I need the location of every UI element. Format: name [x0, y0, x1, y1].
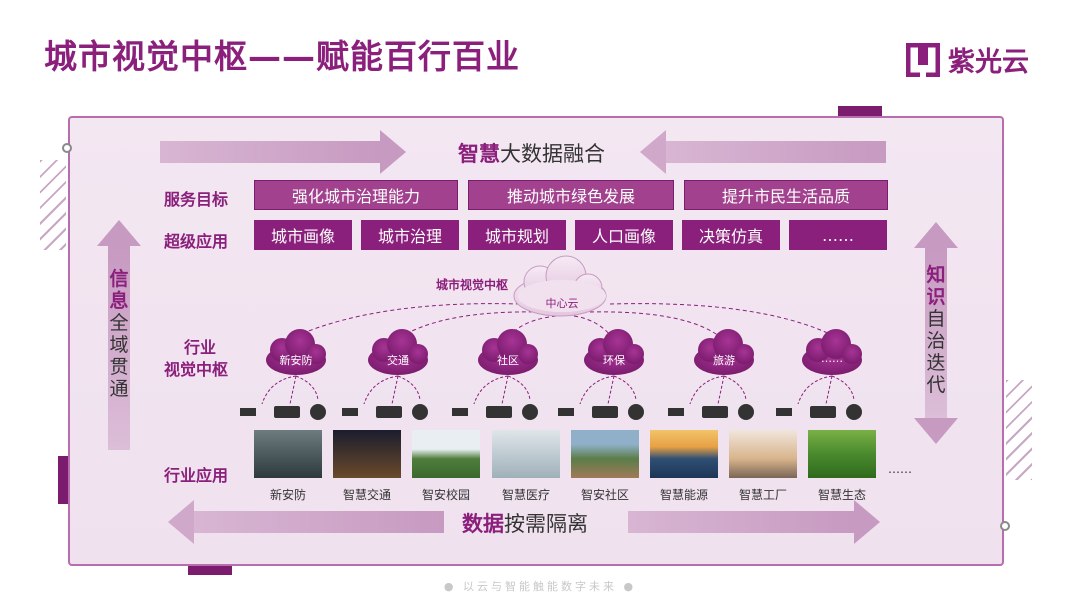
- camera-icon: [240, 404, 326, 420]
- hub-cloud-label: 社区: [497, 354, 519, 367]
- camera-icon: [452, 404, 538, 420]
- left-arrow-bar: [108, 246, 130, 450]
- industry-label: 智慧能源: [659, 488, 708, 502]
- top-arrow-right-head: [380, 130, 406, 174]
- thumbnail-ecology: [808, 430, 876, 478]
- industry-label: 新安防: [269, 488, 306, 502]
- goal-box: 推动城市绿色发展: [468, 180, 674, 210]
- thumbnail-community: [571, 430, 639, 478]
- left-tab: [58, 456, 68, 504]
- bottom-arrow-right-head: [854, 500, 880, 544]
- hub-clouds: [266, 329, 862, 375]
- top-arrow-left-bar: [666, 141, 886, 163]
- hub-cloud: [478, 329, 538, 375]
- footer-slogan: ● 以云与智能触能数字未来 ●: [443, 580, 637, 593]
- industry-label: 智慧生态: [817, 488, 866, 502]
- hub-cloud-label: 交通: [387, 354, 409, 367]
- industry-hub-label-1: 行业: [184, 338, 217, 357]
- left-vertical-rest: 全域贯通: [109, 312, 129, 400]
- industry-apps-label: 行业应用: [164, 466, 229, 485]
- hub-cloud: [802, 329, 862, 375]
- bottom-banner-text: 按需隔离: [504, 512, 588, 536]
- hub-cloud-label: 旅游: [713, 354, 735, 367]
- industry-label: 智慧交通: [342, 488, 391, 502]
- right-arrow-down-head: [914, 418, 958, 444]
- thumbnail-traffic: [333, 430, 401, 478]
- corner-dot-right: [1000, 521, 1010, 531]
- app-box: 人口画像: [575, 220, 673, 250]
- left-vertical-text: 信息全域贯通: [107, 268, 131, 400]
- logo: 紫光云: [906, 40, 1029, 79]
- bottom-banner: 数据按需隔离: [462, 508, 588, 538]
- top-arrow-right-bar: [160, 141, 380, 163]
- hatch-top-left: [40, 160, 66, 250]
- camera-icon: [558, 404, 644, 420]
- apps-label: 超级应用: [164, 232, 229, 251]
- right-vertical-rest: 自治迭代: [926, 308, 946, 396]
- page-title: 城市视觉中枢——赋能百行百业: [44, 37, 520, 76]
- app-box: 城市治理: [361, 220, 459, 250]
- thumbnail-medical: [492, 430, 560, 478]
- goal-box: 提升市民生活品质: [684, 180, 888, 210]
- app-box: 决策仿真: [682, 220, 780, 250]
- hub-cloud-label: ……: [821, 352, 843, 365]
- bottom-arrow-left-head: [168, 500, 194, 544]
- right-vertical-highlight: 知识: [926, 264, 946, 308]
- industry-hub-label-2: 视觉中枢: [164, 360, 229, 379]
- top-tab: [838, 106, 882, 116]
- bottom-tab: [188, 565, 232, 575]
- right-arrow-bar: [925, 248, 947, 418]
- center-cloud: [513, 255, 607, 317]
- industry-label: 智慧医疗: [501, 488, 550, 502]
- camera-icon: [668, 404, 754, 420]
- logo-text: 紫光云: [948, 47, 1029, 78]
- industry-label: 智安校园: [421, 488, 470, 502]
- left-vertical-highlight: 信息: [109, 268, 129, 312]
- thumbnail-campus: [412, 430, 480, 478]
- left-arrow-up-head: [97, 220, 141, 246]
- industry-label: 智慧工厂: [738, 488, 787, 502]
- center-cloud-label: 中心云: [545, 297, 579, 310]
- camera-links: [261, 375, 855, 405]
- logo-icon: [906, 42, 940, 77]
- hub-cloud: [368, 329, 428, 375]
- bottom-arrow-left-bar: [194, 511, 444, 533]
- industry-label: 智安社区: [580, 488, 629, 502]
- hub-cloud: [694, 329, 754, 375]
- app-box: 城市画像: [254, 220, 352, 250]
- center-label: 城市视觉中枢: [436, 278, 509, 292]
- industry-more: ……: [888, 462, 912, 476]
- camera-icon: [342, 404, 428, 420]
- camera-icon: [776, 404, 862, 420]
- thumbnail-energy: [650, 430, 718, 478]
- hatch-right: [1006, 380, 1032, 480]
- hub-cloud-label: 新安防: [279, 354, 313, 367]
- bottom-banner-highlight: 数据: [462, 512, 504, 536]
- app-box: ……: [789, 220, 887, 250]
- app-box: 城市规划: [468, 220, 566, 250]
- hub-cloud: [266, 329, 326, 375]
- camera-icons: [240, 404, 862, 420]
- hub-cloud-label: 环保: [603, 354, 625, 367]
- hub-cloud: [584, 329, 644, 375]
- top-banner: 智慧大数据融合: [458, 138, 605, 168]
- goal-box: 强化城市治理能力: [254, 180, 458, 210]
- right-vertical-text: 知识自治迭代: [924, 264, 948, 396]
- corner-dot-left: [62, 143, 72, 153]
- bottom-arrow-right-bar: [628, 511, 854, 533]
- top-arrow-left-head: [640, 130, 666, 174]
- top-banner-highlight: 智慧: [458, 142, 500, 166]
- goals-label: 服务目标: [164, 190, 229, 209]
- right-arrow-up-head: [914, 222, 958, 248]
- thumbnail-factory: [729, 430, 797, 478]
- thumbnail-security: [254, 430, 322, 478]
- top-banner-text: 大数据融合: [500, 142, 605, 166]
